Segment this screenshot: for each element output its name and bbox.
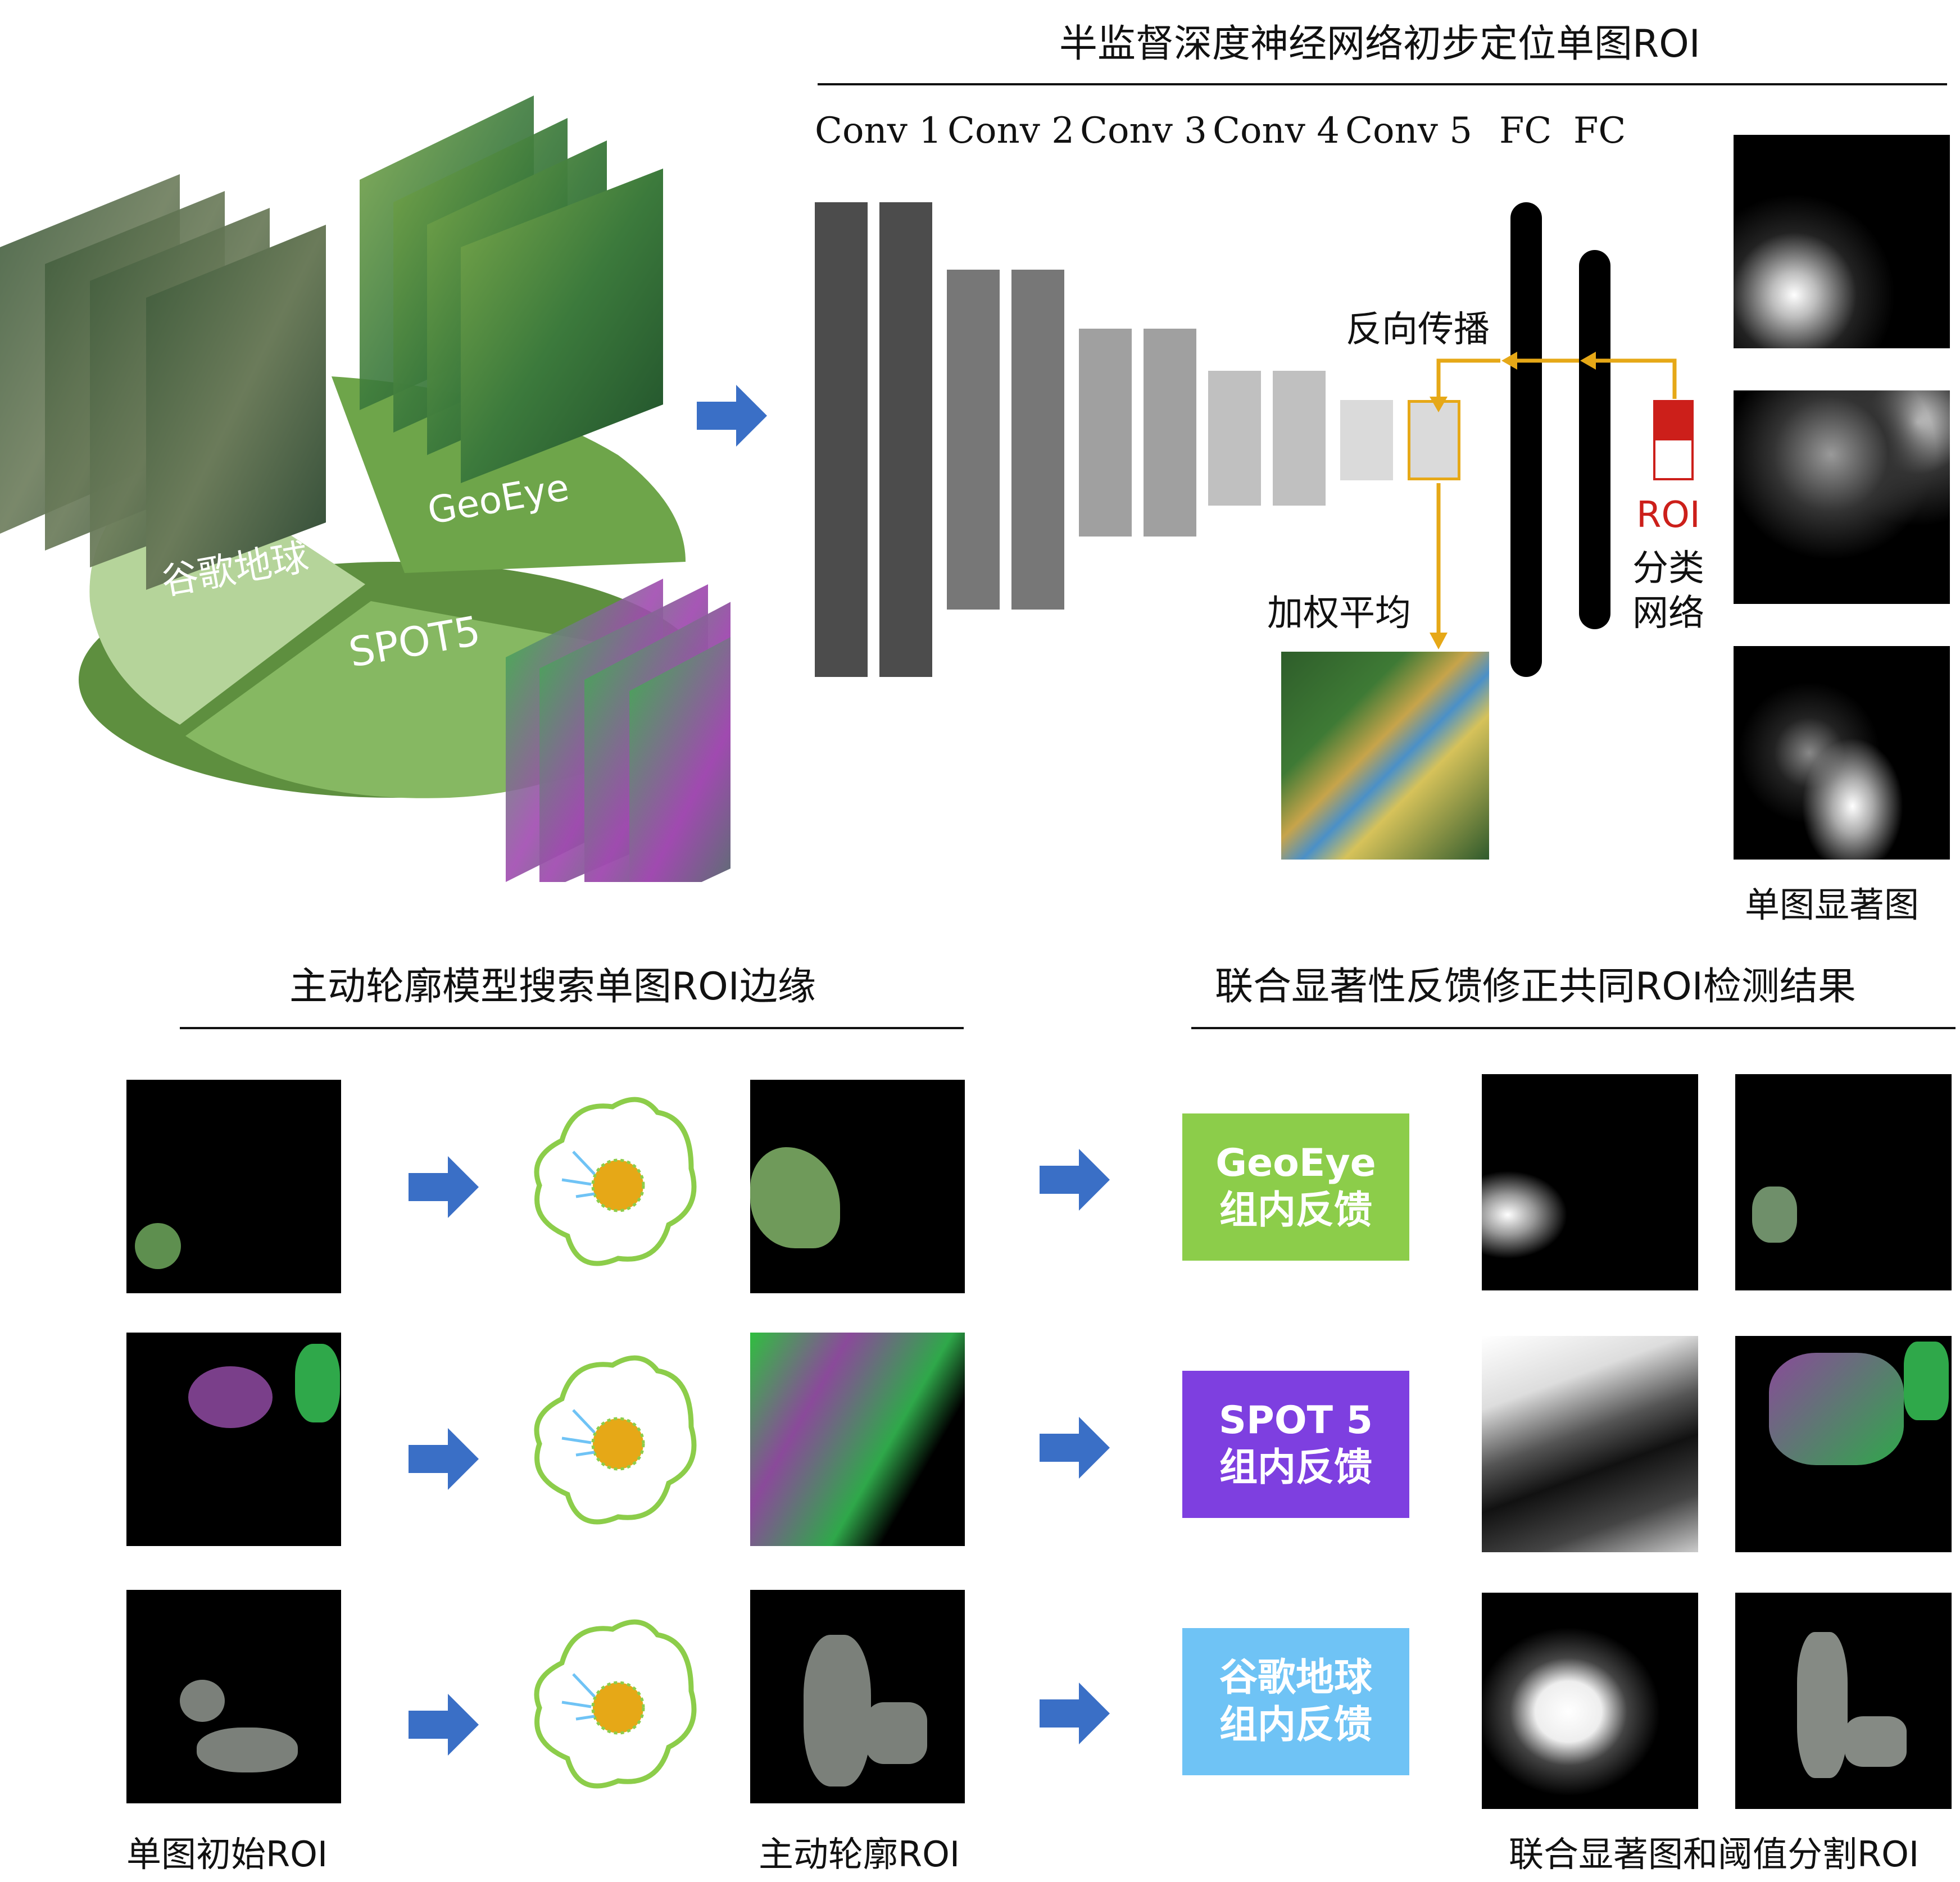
backprop-label: 反向传播 <box>1346 309 1490 351</box>
feedback-box-line2: 组内反馈 <box>1219 1188 1372 1233</box>
joint-saliency-spot5 <box>1482 1336 1698 1552</box>
feedback-box-spot5: SPOT 5 组内反馈 <box>1182 1371 1409 1518</box>
google-earth-image-stack <box>0 174 326 590</box>
threshold-roi-spot5 <box>1735 1336 1952 1552</box>
fc2-bar <box>1579 250 1610 629</box>
initial-roi-spot5 <box>126 1333 341 1546</box>
feedback-box-line1: 谷歌地球 <box>1219 1656 1372 1700</box>
arrow-right-icon <box>409 1156 479 1218</box>
fusion-section-title: 联合显著性反馈修正共同ROI检测结果 <box>1215 965 1856 1009</box>
arrow-right-icon <box>1040 1149 1110 1211</box>
conv1-block-b <box>879 202 932 677</box>
dataset-pie-illustration <box>0 96 731 882</box>
initial-roi-google-earth <box>126 1590 341 1803</box>
feedback-box-line1: SPOT 5 <box>1219 1398 1373 1443</box>
conv5-block-a <box>1340 400 1393 480</box>
layer-label-fc2: FC <box>1573 110 1626 152</box>
acm-section-title: 主动轮廓模型搜索单图ROI边缘 <box>289 965 816 1009</box>
spot5-image-stack <box>506 579 731 882</box>
caption-joint-saliency: 联合显著图和阈值分割ROI <box>1509 1834 1920 1875</box>
caption-initial-roi: 单图初始ROI <box>126 1834 328 1875</box>
feedback-box-google-earth: 谷歌地球 组内反馈 <box>1182 1628 1409 1775</box>
fusion-section-rule <box>1191 1027 1956 1029</box>
fc1-bar <box>1510 202 1542 677</box>
conv4-block-a <box>1208 371 1261 506</box>
layer-label-conv1: Conv 1 <box>815 110 942 152</box>
pie-slice-geoeye <box>332 376 686 573</box>
arrow-right-icon <box>697 385 767 447</box>
conv2-block-b <box>1011 270 1064 610</box>
geoeye-image-stack <box>360 96 663 483</box>
weighted-heatmap-image <box>1281 652 1489 860</box>
arrow-right-icon <box>409 1694 479 1756</box>
acm-section-rule <box>180 1027 964 1029</box>
contour-roi-spot5 <box>750 1333 965 1546</box>
active-contour-diagram <box>534 1619 697 1789</box>
joint-saliency-google-earth <box>1482 1593 1698 1809</box>
layer-label-conv3: Conv 3 <box>1080 110 1207 152</box>
layer-label-conv4: Conv 4 <box>1213 110 1340 152</box>
roi-output-fill <box>1655 402 1691 440</box>
arrow-right-icon <box>1040 1683 1110 1744</box>
conv3-block-a <box>1079 329 1132 537</box>
feedback-box-line1: GeoEye <box>1215 1141 1376 1185</box>
threshold-roi-geoeye <box>1735 1074 1952 1290</box>
threshold-roi-google-earth <box>1735 1593 1952 1809</box>
saliency-map-3 <box>1734 646 1950 860</box>
conv2-block-a <box>947 270 1000 610</box>
contour-roi-geoeye <box>750 1080 965 1293</box>
arrow-right-icon <box>409 1428 479 1490</box>
feedback-box-geoeye: GeoEye 组内反馈 <box>1182 1113 1409 1261</box>
saliency-caption: 单图显著图 <box>1745 884 1920 925</box>
joint-saliency-geoeye <box>1482 1074 1698 1290</box>
arrow-right-icon <box>1040 1417 1110 1479</box>
cnn-section-title: 半监督深度神经网络初步定位单图ROI <box>1059 22 1700 66</box>
contour-roi-google-earth <box>750 1590 965 1803</box>
feedback-box-line2: 组内反馈 <box>1219 1703 1372 1747</box>
roi-output-unit <box>1653 400 1694 480</box>
layer-label-fc1: FC <box>1499 110 1552 152</box>
classifier-label-2: 网络 <box>1632 593 1704 634</box>
conv3-block-b <box>1144 329 1196 537</box>
classifier-label-1: 分类 <box>1632 548 1704 589</box>
initial-roi-geoeye <box>126 1080 341 1293</box>
saliency-map-1 <box>1734 135 1950 348</box>
conv1-block-a <box>815 202 868 677</box>
layer-label-conv2: Conv 2 <box>947 110 1074 152</box>
feedback-box-line2: 组内反馈 <box>1219 1445 1372 1490</box>
layer-label-conv5: Conv 5 <box>1345 110 1472 152</box>
active-contour-diagram <box>534 1097 697 1266</box>
backprop-arrows <box>1430 352 1677 649</box>
active-contour-diagram <box>534 1355 697 1525</box>
cnn-section-rule <box>818 83 1947 85</box>
weighted-average-label: 加权平均 <box>1267 593 1411 634</box>
caption-active-contour-roi: 主动轮廓ROI <box>759 1834 960 1875</box>
conv4-block-b <box>1273 371 1326 506</box>
roi-label: ROI <box>1636 494 1700 536</box>
saliency-map-2 <box>1734 390 1950 604</box>
